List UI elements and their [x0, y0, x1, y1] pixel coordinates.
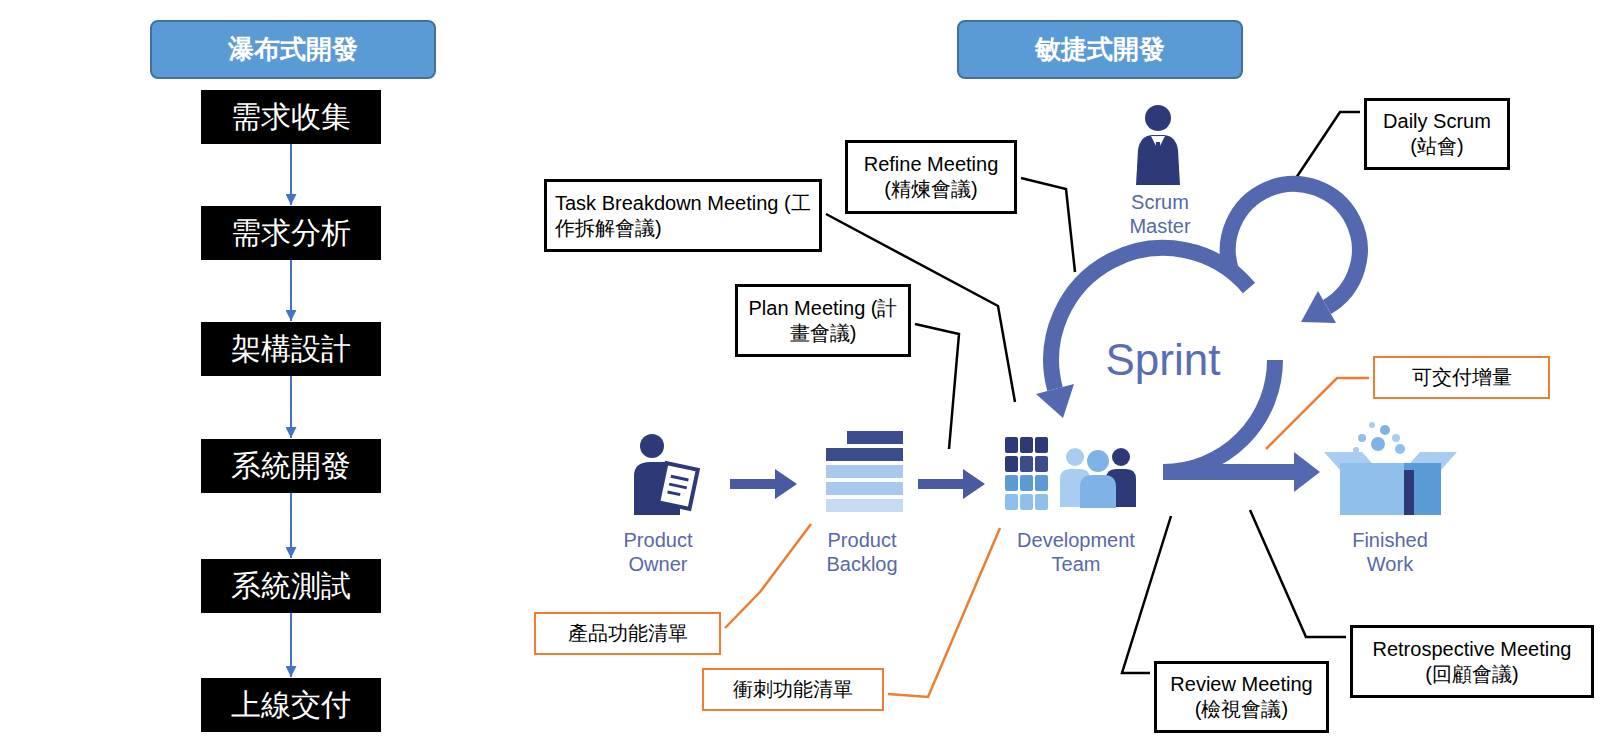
- task-grid: [1020, 494, 1033, 510]
- task-grid: [1020, 437, 1033, 453]
- section-header: 敏捷式開發: [957, 20, 1243, 79]
- callout-box: Task Breakdown Meeting (工作拆解會議): [544, 179, 822, 252]
- task-grid: [1020, 475, 1033, 491]
- process-box: 需求收集: [201, 90, 381, 144]
- task-grid: [1035, 494, 1048, 510]
- person-icon: [1145, 105, 1171, 131]
- bubble: [1369, 422, 1375, 428]
- box-text: 架構設計: [231, 329, 351, 370]
- person-icon: [1136, 135, 1180, 185]
- artifact-label: Product Backlog: [812, 528, 912, 576]
- leader-line: [1266, 378, 1369, 449]
- callout-box: Retrospective Meeting (回顧會議): [1350, 625, 1594, 698]
- box-text: 需求收集: [231, 97, 351, 138]
- task-grid: [1005, 456, 1018, 472]
- box-body: [1404, 463, 1441, 515]
- role-label: Development Team: [1006, 528, 1146, 576]
- callout-box: Review Meeting (檢視會議): [1154, 661, 1329, 733]
- artifact-box: 產品功能清單: [534, 612, 721, 655]
- callout-box: Refine Meeting (精煉會議): [845, 140, 1017, 214]
- flow-arrow: [290, 493, 292, 558]
- leader-line: [888, 528, 1000, 697]
- box-text: 衝刺功能清單: [733, 676, 853, 703]
- box-text: 上線交付: [231, 685, 351, 726]
- box-text: Plan Meeting (計畫會議): [744, 296, 902, 346]
- leader-line: [1250, 510, 1346, 637]
- tie: [1155, 142, 1161, 165]
- person-icon: [1066, 448, 1084, 466]
- flow-arrow: [290, 260, 292, 321]
- bubble: [1358, 434, 1366, 442]
- task-grid: [1035, 437, 1048, 453]
- artifact-box: 可交付增量: [1373, 356, 1550, 399]
- leader-line: [915, 324, 959, 449]
- person-icon: [1112, 448, 1130, 466]
- bubble: [1392, 434, 1400, 442]
- backlog-bar: [826, 499, 903, 512]
- backlog-bar: [847, 431, 903, 444]
- artifact-box: 衝刺功能清單: [702, 668, 884, 711]
- sprint-label: Sprint: [1093, 334, 1233, 387]
- box-text: 需求分析: [231, 213, 351, 254]
- flow-arrow: [290, 376, 292, 438]
- box-body: [1404, 470, 1414, 515]
- box-text: 系統開發: [231, 446, 351, 487]
- leader-line: [1021, 178, 1075, 272]
- task-grid: [1005, 494, 1018, 510]
- process-box: 上線交付: [201, 678, 381, 732]
- clipboard-icon: [658, 463, 698, 509]
- clipboard-line: [669, 484, 687, 488]
- box-text: 產品功能清單: [568, 620, 688, 647]
- person-icon: [1087, 450, 1109, 472]
- daily-loop: [1228, 184, 1360, 307]
- box-text: Review Meeting (檢視會議): [1163, 672, 1320, 722]
- process-box: 系統開發: [201, 439, 381, 493]
- section-header: 瀑布式開發: [150, 20, 436, 79]
- bubble: [1395, 444, 1405, 454]
- box-text: 可交付增量: [1412, 364, 1512, 391]
- clipboard-line: [671, 476, 689, 480]
- person-icon: [1080, 475, 1116, 508]
- bubble: [1371, 437, 1385, 451]
- box-text: Task Breakdown Meeting (工作拆解會議): [555, 191, 813, 241]
- process-box: 架構設計: [201, 322, 381, 376]
- task-grid: [1005, 437, 1018, 453]
- task-grid: [1020, 456, 1033, 472]
- artifact-label: Finished Work: [1340, 528, 1440, 576]
- box-text: 瀑布式開發: [228, 32, 358, 67]
- task-grid: [1005, 475, 1018, 491]
- process-box: 系統測試: [201, 559, 381, 613]
- callout-box: Plan Meeting (計畫會議): [735, 284, 911, 357]
- box-text: Daily Scrum (站會): [1373, 109, 1501, 159]
- arrow-head: [1301, 291, 1336, 323]
- arrow-head: [1294, 452, 1320, 492]
- person-icon: [640, 434, 664, 458]
- role-label: Product Owner: [608, 528, 708, 576]
- flow-arrow: [918, 469, 985, 499]
- backlog-bar: [826, 465, 903, 478]
- clipboard-line: [668, 492, 681, 495]
- arrow-head: [1036, 384, 1074, 418]
- bubble: [1380, 425, 1390, 435]
- box-text: 敏捷式開發: [1035, 32, 1165, 67]
- process-box: 需求分析: [201, 206, 381, 260]
- box-body: [1340, 463, 1404, 515]
- box-text: Retrospective Meeting (回顧會議): [1359, 637, 1585, 687]
- backlog-bar: [826, 448, 903, 461]
- sprint-arc: [1051, 248, 1249, 389]
- flow-arrow: [290, 613, 292, 677]
- task-grid: [1035, 456, 1048, 472]
- box-text: Refine Meeting (精煉會議): [854, 152, 1008, 202]
- box-text: 系統測試: [231, 566, 351, 607]
- callout-box: Daily Scrum (站會): [1364, 98, 1510, 170]
- backlog-bar: [826, 482, 903, 495]
- role-label: Scrum Master: [1120, 190, 1200, 238]
- leader-line: [725, 524, 811, 628]
- flow-arrow: [730, 469, 797, 499]
- task-grid: [1035, 475, 1048, 491]
- clipboard-icon: [658, 463, 698, 509]
- leader-line: [1296, 112, 1360, 178]
- flow-arrow: [290, 144, 292, 205]
